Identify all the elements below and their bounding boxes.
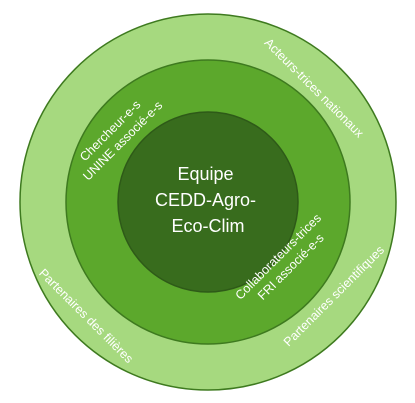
core-line-2: CEDD-Agro- [155,190,256,210]
core-circle [117,111,299,293]
core-label: Equipe CEDD-Agro- Eco-Clim [155,164,261,236]
core-line-3: Eco-Clim [171,216,244,236]
core-line-1: Equipe [177,164,233,184]
